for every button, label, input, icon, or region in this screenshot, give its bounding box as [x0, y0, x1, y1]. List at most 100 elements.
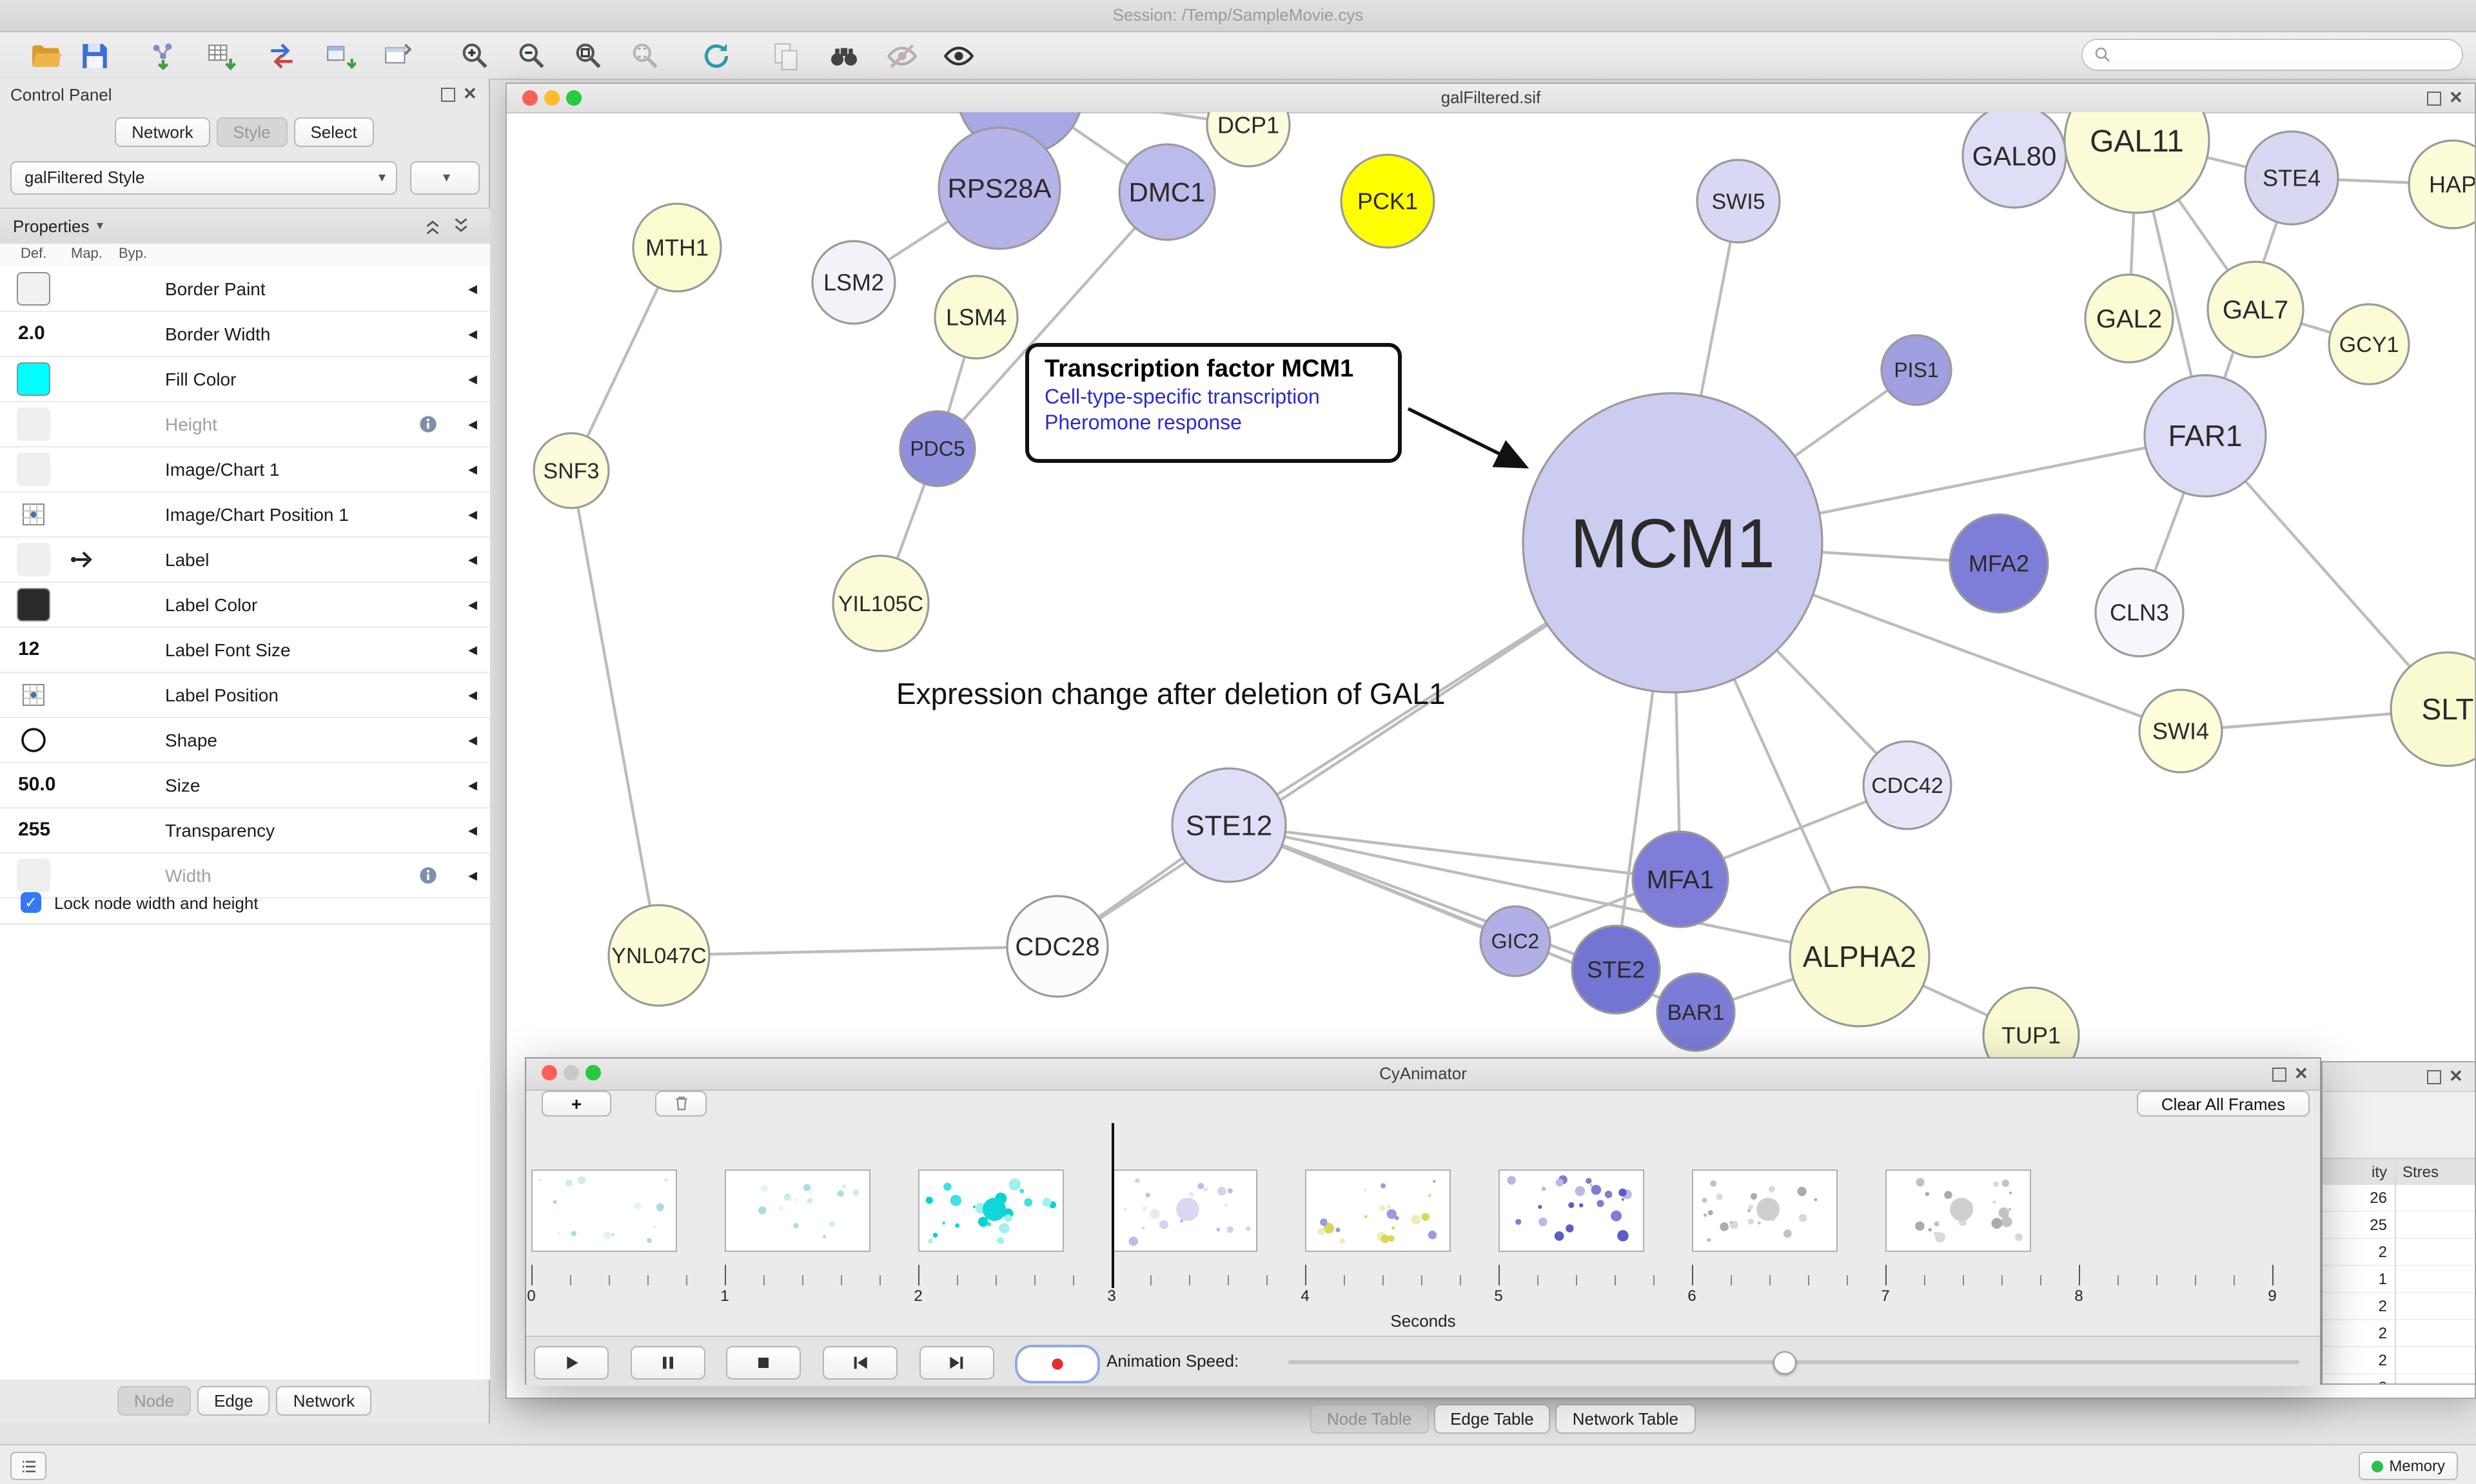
properties-section-header[interactable]: Properties ▾ [0, 209, 490, 245]
network-node[interactable] [2390, 651, 2475, 767]
bypass-cell[interactable] [113, 768, 147, 802]
hide-icon[interactable] [878, 36, 925, 75]
cyanimator-titlebar[interactable]: CyAnimator ✕ [526, 1059, 2320, 1091]
current-style-dropdown[interactable]: galFiltered Style ▾ [10, 161, 397, 195]
expand-row-icon[interactable]: ◀ [468, 327, 477, 340]
network-node[interactable] [1006, 895, 1109, 998]
network-node[interactable] [2084, 273, 2174, 364]
memory-button[interactable]: Memory [2358, 1452, 2458, 1480]
close-window-icon[interactable] [542, 1065, 557, 1080]
bypass-cell[interactable] [113, 317, 147, 351]
table-row[interactable]: 1 [2323, 1266, 2475, 1293]
bypass-cell[interactable] [113, 814, 147, 847]
network-node[interactable] [1961, 112, 2067, 209]
default-value-cell[interactable] [17, 407, 50, 441]
network-node[interactable] [1631, 830, 1729, 928]
network-edge[interactable] [569, 470, 661, 956]
mapping-cell[interactable] [66, 407, 99, 441]
expand-row-icon[interactable]: ◀ [468, 824, 477, 837]
close-panel-icon[interactable]: ✕ [463, 84, 477, 103]
network-node[interactable] [1696, 159, 1781, 244]
playhead[interactable] [1112, 1123, 1114, 1288]
expand-row-icon[interactable]: ◀ [468, 869, 477, 882]
annotation-arrow[interactable] [1407, 407, 1529, 469]
column-header[interactable]: Stres [2402, 1163, 2439, 1181]
network-node[interactable] [1171, 767, 1287, 883]
property-row[interactable]: Width◀ [0, 854, 490, 899]
annotation-callout[interactable]: Transcription factor MCM1 Cell-type-spec… [1025, 343, 1402, 463]
frame-thumbnail[interactable] [1305, 1169, 1451, 1252]
expand-row-icon[interactable]: ◀ [468, 553, 477, 566]
first-neighbors-icon[interactable] [820, 36, 867, 75]
network-edge[interactable] [1228, 823, 1681, 881]
table-row[interactable]: 2 [2323, 1320, 2475, 1347]
expand-row-icon[interactable]: ◀ [468, 282, 477, 295]
tab-style[interactable]: Style [216, 117, 288, 147]
skip-start-button[interactable] [823, 1346, 898, 1380]
property-row[interactable]: Image/Chart Position 1◀ [0, 493, 490, 538]
default-value-cell[interactable] [17, 453, 50, 486]
network-window-titlebar[interactable]: galFiltered.sif ✕ [507, 84, 2475, 113]
expand-row-icon[interactable]: ◀ [468, 463, 477, 476]
stop-button[interactable] [726, 1346, 801, 1380]
network-node[interactable] [2063, 112, 2210, 214]
pause-button[interactable] [631, 1346, 705, 1380]
network-node[interactable] [832, 554, 930, 652]
save-icon[interactable] [71, 36, 117, 75]
close-view-icon[interactable]: ✕ [2294, 1064, 2308, 1083]
bypass-cell[interactable] [113, 362, 147, 396]
network-node[interactable] [533, 432, 610, 509]
add-frame-button[interactable]: + [542, 1091, 611, 1117]
network-edge[interactable] [1228, 823, 1860, 959]
import-table-icon[interactable] [197, 36, 244, 75]
style-options-button[interactable]: ▾ [410, 161, 480, 195]
panel-menu-button[interactable] [10, 1452, 46, 1480]
open-icon[interactable] [22, 36, 68, 75]
property-row[interactable]: Image/Chart 1◀ [0, 447, 490, 493]
table-row[interactable]: 2 [2323, 1239, 2475, 1266]
network-node[interactable] [1949, 513, 2049, 614]
style-target-tab-node[interactable]: Node [117, 1386, 191, 1416]
bypass-cell[interactable] [113, 543, 147, 576]
bypass-cell[interactable] [113, 588, 147, 621]
zoom-window-icon[interactable] [566, 90, 582, 106]
bypass-cell[interactable] [113, 407, 147, 441]
minimize-window-icon[interactable] [564, 1065, 579, 1080]
callout-link[interactable]: Pheromone response [1045, 413, 1242, 434]
table-row[interactable]: 26 [2323, 1185, 2475, 1212]
expand-row-icon[interactable]: ◀ [468, 734, 477, 747]
clear-all-frames-button[interactable]: Clear All Frames [2137, 1091, 2310, 1117]
table-row[interactable]: 2 [2323, 1293, 2475, 1320]
default-value-cell[interactable] [17, 588, 50, 621]
network-node[interactable] [2206, 260, 2304, 358]
style-target-tab-network[interactable]: Network [276, 1386, 372, 1416]
bypass-cell[interactable] [113, 678, 147, 712]
close-panel-icon[interactable]: ✕ [2449, 1066, 2463, 1086]
default-value-cell[interactable] [17, 272, 50, 306]
network-node[interactable] [2244, 130, 2339, 226]
frame-thumbnail[interactable] [1692, 1169, 1838, 1252]
mapping-cell[interactable] [66, 723, 99, 757]
network-edge[interactable] [936, 191, 1168, 450]
property-row[interactable]: Border Paint◀ [0, 267, 490, 312]
table-tab-edge-table[interactable]: Edge Table [1433, 1404, 1551, 1434]
zoom-out-icon[interactable] [508, 36, 555, 75]
frame-thumbnail[interactable] [1498, 1169, 1644, 1252]
network-node[interactable] [811, 240, 896, 325]
table-tab-node-table[interactable]: Node Table [1310, 1404, 1429, 1434]
network-node[interactable] [2328, 303, 2410, 386]
expand-row-icon[interactable]: ◀ [468, 779, 477, 792]
default-value-cell[interactable] [17, 859, 50, 892]
frame-thumbnail[interactable] [1112, 1169, 1257, 1252]
network-node[interactable] [934, 275, 1019, 360]
expand-row-icon[interactable]: ◀ [468, 643, 477, 656]
network-node[interactable] [1656, 972, 1736, 1052]
mapping-cell[interactable] [66, 768, 99, 802]
collapse-all-icon[interactable] [450, 215, 472, 237]
default-value-cell[interactable] [17, 362, 50, 396]
